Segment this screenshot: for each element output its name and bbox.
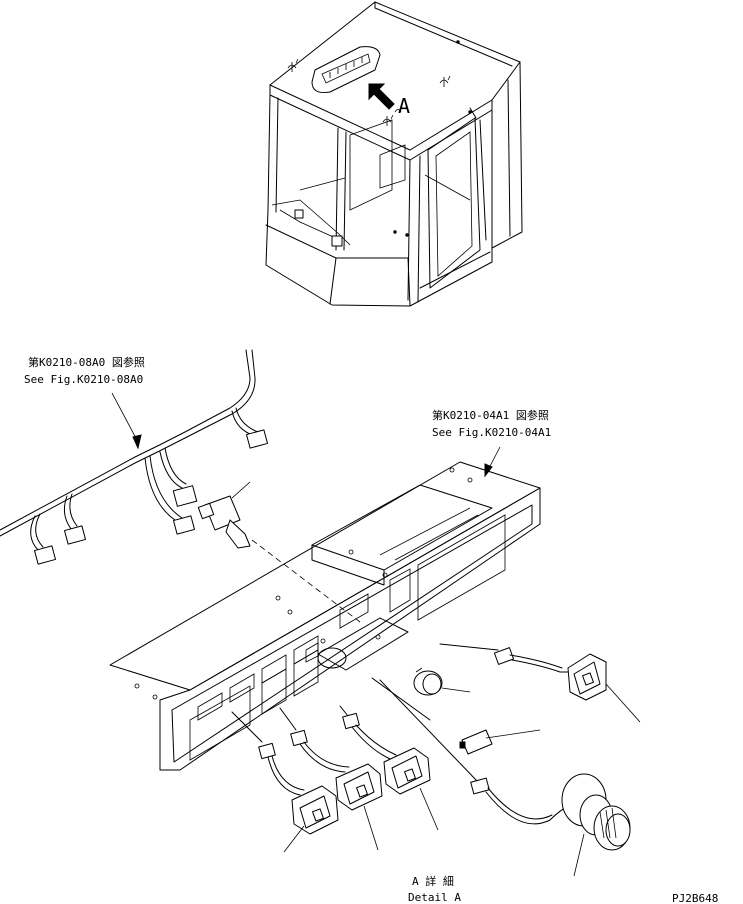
view-arrow-label: A	[398, 94, 410, 118]
fit-line	[251, 539, 361, 623]
cab-illustration	[265, 1, 523, 307]
ref-arrow-panel	[484, 446, 501, 478]
harness-leader	[231, 481, 251, 499]
dash-panel	[109, 461, 541, 771]
part-leaders	[283, 683, 641, 877]
detail-caption-en: Detail A	[408, 891, 461, 904]
detail-caption-jp: A 詳 細	[412, 874, 454, 888]
view-arrow: A	[368, 83, 410, 118]
wiring-harness	[0, 349, 269, 565]
panel-ref-jp: 第K0210-04A1 図参照	[432, 408, 549, 422]
harness-ref-jp: 第K0210-08A0 図参照	[28, 355, 145, 369]
panel-ref-en: See Fig.K0210-04A1	[432, 426, 551, 439]
harness-ref-en: See Fig.K0210-08A0	[24, 373, 143, 386]
drawing-number: PJ2B648	[672, 892, 718, 904]
ref-arrow-harness	[111, 392, 142, 450]
panel-switches	[231, 643, 631, 851]
